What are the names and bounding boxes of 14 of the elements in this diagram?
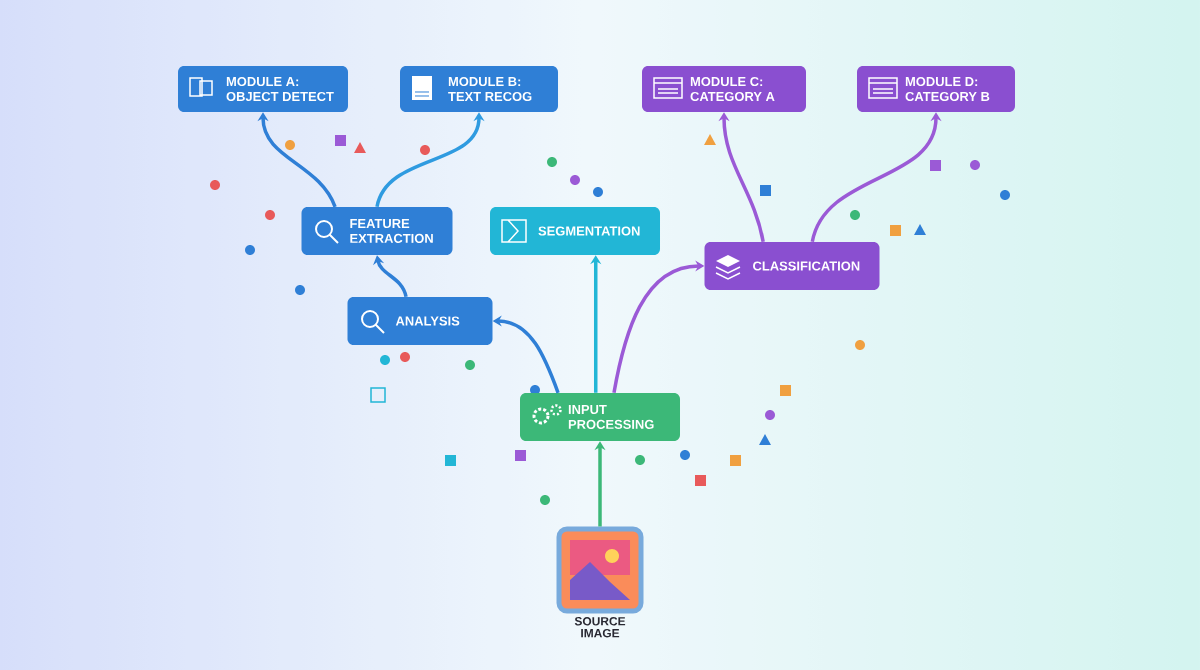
process-box: MODULE D: CATEGORY B bbox=[857, 66, 1015, 112]
process-box: FEATURE EXTRACTION bbox=[301, 207, 453, 255]
arrow bbox=[257, 112, 337, 208]
process-box: CLASSIFICATION bbox=[704, 242, 880, 290]
picture: SOURCE IMAGE bbox=[556, 526, 644, 638]
process-box: MODULE C: CATEGORY A bbox=[642, 66, 806, 112]
process-box: ANALYSIS bbox=[347, 297, 493, 345]
process-box: MODULE B: TEXT RECOG bbox=[400, 66, 558, 112]
node-label: SOURCE IMAGE bbox=[574, 617, 626, 638]
arrow bbox=[718, 112, 765, 243]
process-box: MODULE A: OBJECT DETECT bbox=[178, 66, 348, 112]
process-box: SEGMENTATION bbox=[490, 207, 660, 255]
arrow bbox=[373, 255, 408, 298]
process-box: INPUT PROCESSING bbox=[520, 393, 680, 441]
